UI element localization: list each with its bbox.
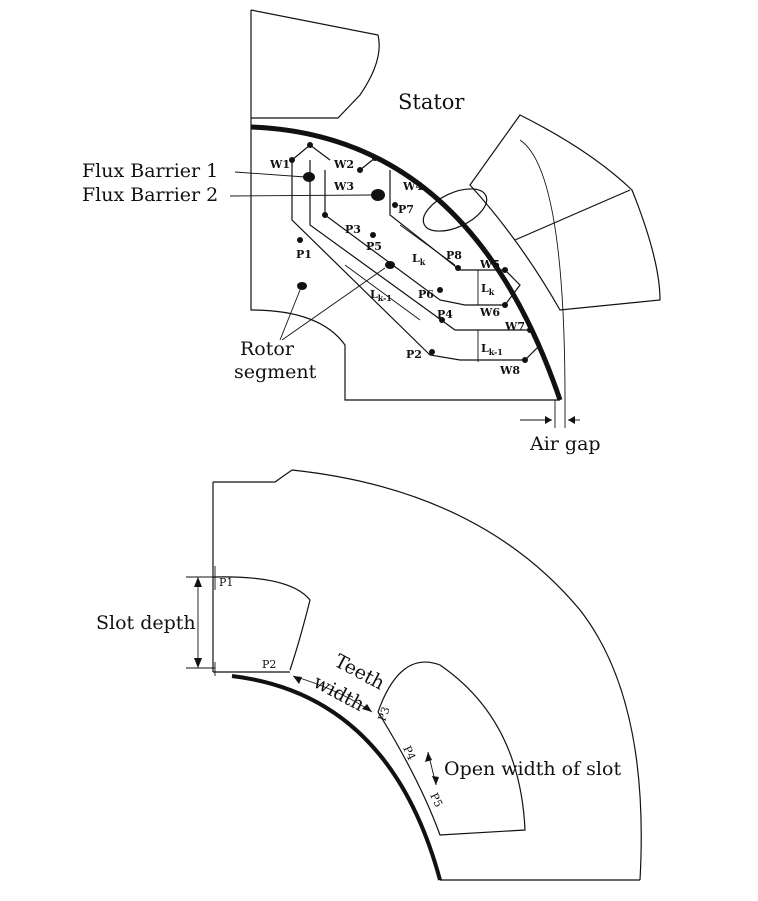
flux-barrier-2-label: Flux Barrier 2	[82, 184, 218, 206]
stator-tooth-right	[469, 114, 661, 311]
flux-barrier-2-leader	[229, 194, 373, 197]
point-label-p8: P8	[446, 249, 462, 262]
stator-slot-diagram: Slot depth Teeth width Open width of slo…	[96, 469, 642, 881]
rotor-outline	[250, 10, 560, 401]
width-label-w8: W8	[499, 364, 520, 377]
open-width-label: Open width of slot	[444, 758, 621, 780]
flux-barrier-inner	[324, 170, 521, 306]
air-gap-arc	[250, 124, 563, 401]
rotor-segment-label-2: segment	[234, 361, 317, 383]
reference-points	[289, 142, 533, 363]
rotor-cutout	[422, 188, 488, 232]
width-label-w2: W2	[333, 158, 354, 171]
width-label-w7: W7	[504, 320, 525, 333]
length-label-lk-right: Lk	[481, 282, 495, 297]
slot-point-p1: P1	[219, 576, 233, 589]
length-label-lk1-right: Lk-1	[481, 342, 503, 357]
air-gap-label: Air gap	[529, 433, 601, 455]
rotor-segment-dot-1	[297, 282, 307, 290]
slot-1	[212, 576, 311, 671]
point-label-p6: P6	[418, 288, 434, 301]
width-label-w6: W6	[479, 306, 500, 319]
rotor-segment-dot-2	[385, 261, 395, 269]
slot-point-p5: P5	[427, 791, 445, 810]
point-label-p1: P1	[296, 248, 312, 261]
stator-label: Stator	[398, 90, 465, 114]
rotor-segment-leader-1	[279, 289, 301, 341]
stator-outer-outline	[213, 469, 642, 881]
width-label-w3: W3	[333, 180, 354, 193]
rotor-stator-diagram: Stator Flux Barrier 1 Flux Barrier 2 Rot…	[82, 9, 661, 455]
slot-point-p3: P3	[376, 705, 393, 723]
slot-2	[377, 661, 526, 836]
lk-dim	[399, 224, 456, 266]
width-label-w4: W4	[402, 180, 423, 193]
stator-tooth-left	[250, 9, 380, 119]
flux-barrier-1-dot	[303, 172, 315, 182]
point-label-p5: P5	[366, 240, 382, 253]
width-label-w5: W5	[479, 258, 500, 271]
flux-barrier-2-dot	[371, 189, 385, 201]
slot-point-p4: P4	[400, 744, 418, 763]
point-label-p4: P4	[437, 308, 453, 321]
length-label-lk: Lk	[412, 252, 426, 267]
lk1-dim	[344, 264, 421, 321]
point-label-p7: P7	[398, 203, 414, 216]
length-label-lk1: Lk-1	[370, 288, 392, 303]
flux-barrier-1-label: Flux Barrier 1	[82, 160, 218, 182]
stator-bore-arc-bottom	[231, 674, 442, 881]
width-label-w1: W1	[269, 158, 290, 171]
stator-bore-arc	[519, 139, 566, 401]
rotor-segment-leader-2	[281, 267, 386, 341]
slot-depth-label: Slot depth	[96, 612, 196, 634]
flux-barrier-1-leader	[234, 171, 306, 178]
point-label-p3: P3	[345, 223, 361, 236]
stator-tooth-divider	[514, 189, 631, 241]
point-label-p2: P2	[406, 348, 422, 361]
slot-point-p2: P2	[262, 658, 276, 671]
rotor-segment-label-1: Rotor	[240, 338, 295, 360]
flux-barrier-outer	[291, 160, 541, 361]
